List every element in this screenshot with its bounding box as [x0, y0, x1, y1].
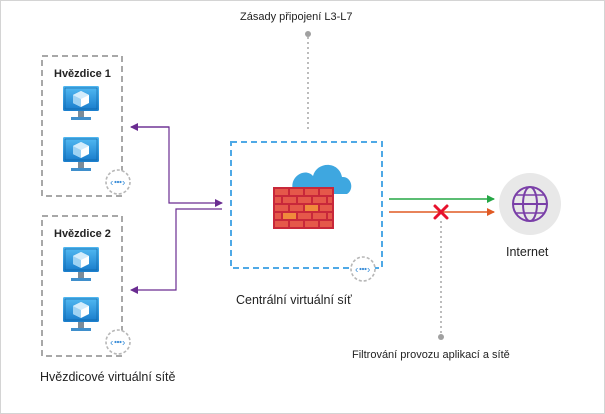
firewall-icon — [273, 164, 352, 229]
spoke-1-box — [41, 55, 123, 197]
hub-vnet-icon — [350, 256, 376, 282]
peering-connector — [130, 126, 223, 294]
spoke-2-vnet-icon — [105, 329, 131, 355]
spoke-1-vm-1-icon — [62, 85, 100, 121]
peering-connector-return — [130, 123, 169, 131]
spoke-1-vnet-icon — [105, 169, 131, 195]
policy-connector — [305, 31, 311, 131]
blocked-x-icon — [433, 204, 449, 220]
spoke-2-vm-1-icon — [62, 246, 100, 282]
spoke-1-vm-2-icon — [62, 136, 100, 172]
filter-connector — [438, 221, 444, 340]
globe-icon — [499, 173, 561, 235]
filter-label: Filtrování provozu aplikací a sítě — [352, 349, 510, 361]
spoke-1-title: Hvězdice 1 — [54, 68, 111, 80]
spoke-2-vm-2-icon — [62, 296, 100, 332]
spoke-2-title: Hvězdice 2 — [54, 228, 111, 240]
spoke-2-box — [41, 215, 123, 357]
hub-label: Centrální virtuální síť — [236, 293, 352, 307]
policy-label: Zásady připojení L3-L7 — [240, 11, 353, 23]
spokes-label: Hvězdicové virtuální sítě — [40, 370, 176, 384]
hub-box — [230, 141, 383, 269]
internet-label: Internet — [506, 245, 549, 259]
